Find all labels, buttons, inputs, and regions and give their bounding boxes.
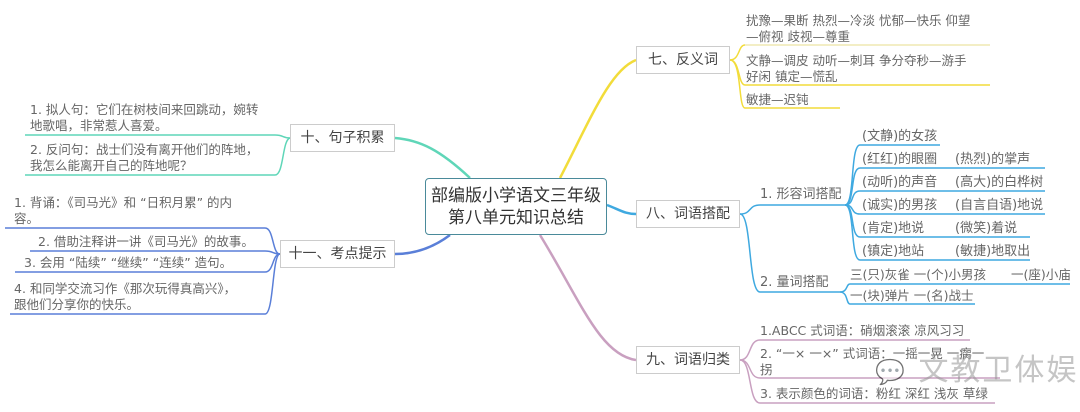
antonym-item: 文静—调皮 动听—刺耳 争分夺秒—游手 — [746, 53, 967, 68]
adj-collocation-item: (肯定)地说 — [862, 221, 925, 236]
antonym-item: 好闲 镇定—慌乱 — [746, 69, 838, 84]
central-title-line2: 第八单元知识总结 — [448, 208, 584, 228]
adj-collocation-item: (热烈)的掌声 — [955, 152, 1031, 167]
adj-collocation-item: (诚实)的男孩 — [862, 198, 938, 213]
adj-collocation-item: (红红)的眼圈 — [862, 152, 938, 167]
branch-sentences[interactable]: 十、句子积累 — [290, 124, 395, 152]
classify-item: 拐 — [760, 362, 773, 377]
branch-classify[interactable]: 九、词语归类 — [636, 346, 740, 374]
branch-antonyms[interactable]: 七、反义词 — [636, 46, 730, 74]
measure-item: 一(块)弹片 一(名)战士 — [850, 288, 974, 303]
wechat-icon: 💬 — [875, 358, 907, 386]
branch-collocation[interactable]: 八、词语搭配 — [636, 200, 740, 228]
adj-collocation-label[interactable]: 1. 形容词搭配 — [760, 187, 842, 202]
tip-item: 跟他们分享你的快乐。 — [14, 297, 140, 312]
antonym-item: —俯视 歧视—尊重 — [746, 29, 850, 44]
branch-tips[interactable]: 十一、考点提示 — [280, 240, 395, 268]
watermark: 💬 文教卫体娱 — [875, 353, 1079, 388]
sentence-item: 1. 拟人句：它们在树枝间来回跳动，婉转 — [30, 102, 259, 117]
tip-item: 2. 借助注释讲一讲《司马光》的故事。 — [38, 234, 254, 249]
measure-collocation-label[interactable]: 2. 量词搭配 — [760, 275, 829, 290]
adj-collocation-item: (微笑)着说 — [955, 221, 1018, 236]
classify-item: 3. 表示颜色的词语：粉红 深红 浅灰 草绿 — [760, 386, 988, 401]
adj-collocation-item: (镇定)地站 — [862, 244, 925, 259]
tip-item: 1. 背诵：《司马光》和 “日积月累” 的内 — [14, 195, 233, 210]
adj-collocation-item: (高大)的白桦树 — [955, 175, 1044, 190]
tip-item: 4. 和同学交流习作《那次玩得真高兴》， — [14, 281, 237, 296]
tip-item: 容。 — [14, 211, 40, 226]
central-title-line1: 部编版小学语文三年级 — [431, 186, 601, 206]
sentence-item: 2. 反问句：战士们没有离开他们的阵地， — [30, 142, 259, 157]
tip-item: 3. 会用 “陆续” “继续” “连续” 造句。 — [24, 255, 233, 270]
adj-collocation-item: (文静)的女孩 — [862, 129, 938, 144]
classify-item: 2. “一× 一×” 式词语：一摇一晃 一瘸一 — [760, 346, 985, 361]
classify-item: 1.ABCC 式词语：硝烟滚滚 凉风习习 — [760, 323, 965, 338]
central-topic[interactable]: 部编版小学语文三年级 第八单元知识总结 — [425, 178, 607, 235]
adj-collocation-item: (敏捷)地取出 — [955, 244, 1031, 259]
adj-collocation-item: (动听)的声音 — [862, 175, 938, 190]
measure-item: 三(只)灰雀 一(个)小男孩 一(座)小庙 — [850, 267, 1071, 282]
sentence-item: 我怎么能离开自己的阵地呢？ — [30, 158, 193, 173]
antonym-item: 敏捷—迟钝 — [746, 92, 809, 107]
adj-collocation-item: (自言自语)地说 — [955, 198, 1044, 213]
sentence-item: 地歌唱，非常惹人喜爱。 — [30, 118, 168, 133]
antonym-item: 扰豫—果断 热烈—冷淡 忧郁—快乐 仰望 — [746, 13, 971, 28]
